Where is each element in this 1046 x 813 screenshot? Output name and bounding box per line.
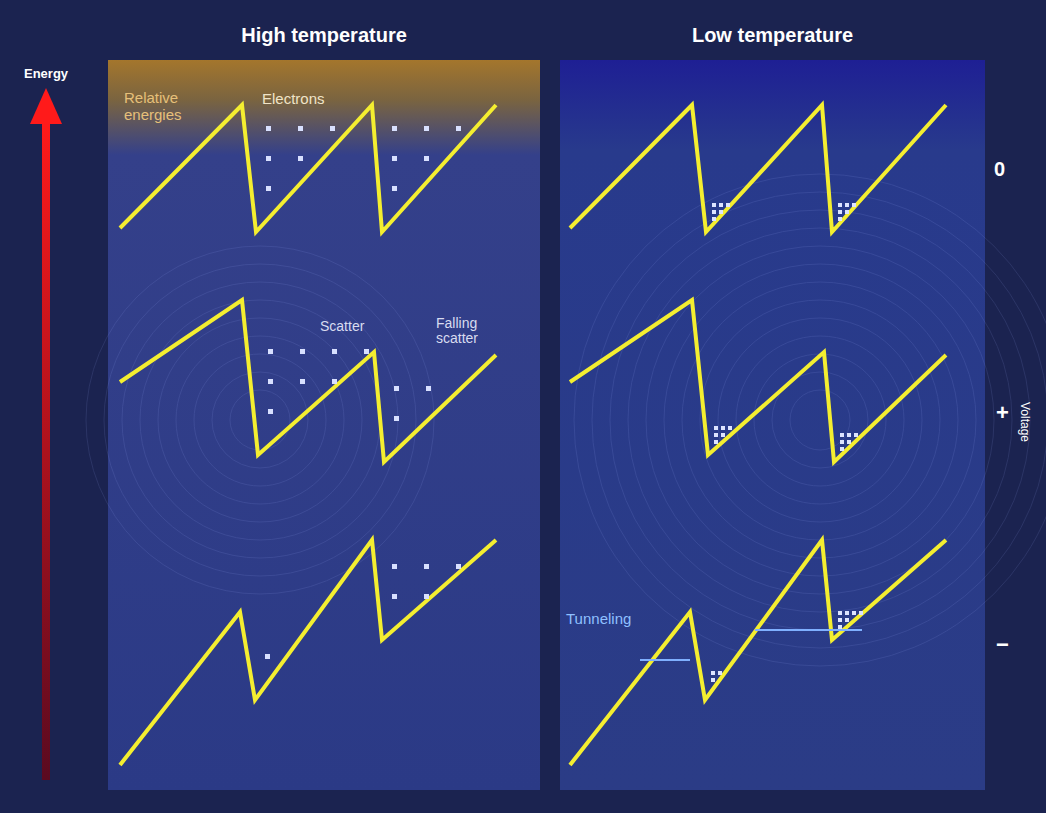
diagram-label: + <box>996 400 1009 426</box>
diagram-label: Energy <box>24 66 68 81</box>
electron-dots <box>394 386 431 421</box>
diagram-label: Voltage <box>1018 402 1032 442</box>
tunneling-path <box>640 630 862 660</box>
electron-dots <box>838 203 856 221</box>
diagram-label: Falling scatter <box>436 316 511 347</box>
temperature-panel: High temperature <box>108 60 540 790</box>
electron-dots <box>714 426 732 444</box>
background-rings <box>86 174 1046 666</box>
electron-dots <box>711 671 722 682</box>
electron-dots <box>268 349 369 414</box>
potential-profile <box>120 540 496 765</box>
potential-profile <box>570 105 946 232</box>
electron-dots <box>840 433 858 451</box>
potential-profile <box>570 300 946 462</box>
electron-dots <box>838 611 863 629</box>
energy-arrow-shaft <box>42 120 50 780</box>
diagram-label: Tunneling <box>566 610 631 627</box>
diagram-label: − <box>996 632 1009 658</box>
electron-dots <box>266 126 335 191</box>
diagram-label: 0 <box>994 158 1005 181</box>
panel-heading: High temperature <box>108 24 540 47</box>
diagram-label: Electrons <box>262 90 325 107</box>
electron-dots <box>265 654 270 659</box>
electron-dots <box>392 126 461 191</box>
potential-profile <box>570 540 946 765</box>
energy-arrow-head <box>30 88 62 124</box>
potential-profile <box>120 105 496 232</box>
electron-dots <box>392 564 461 599</box>
diagram-label: Relative energies <box>124 90 219 123</box>
panel-heading: Low temperature <box>560 24 985 47</box>
electron-dots <box>712 203 730 221</box>
diagram-label: Scatter <box>320 318 364 334</box>
